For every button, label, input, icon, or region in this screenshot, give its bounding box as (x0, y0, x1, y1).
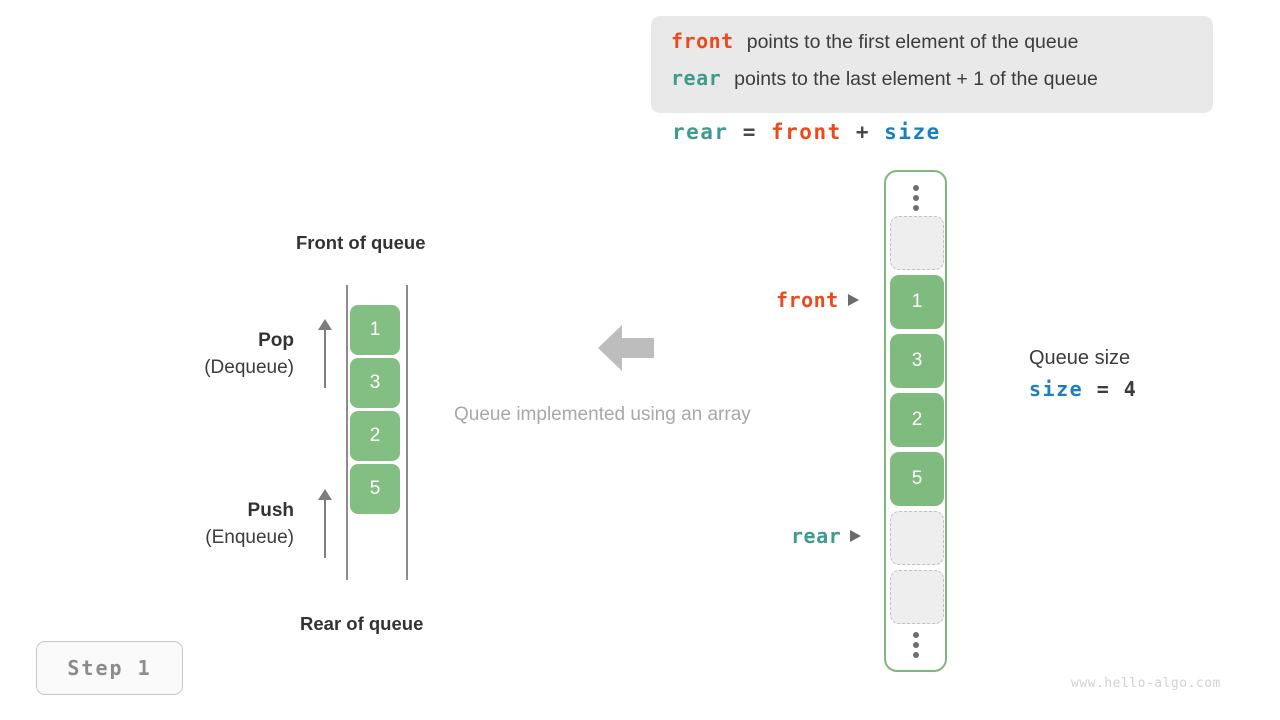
queue-channel-line-right (406, 285, 408, 580)
queue-size-number: 4 (1123, 377, 1138, 401)
pop-subtitle: (Dequeue) (204, 357, 294, 378)
step-badge: Step 1 (36, 641, 183, 695)
formula-equals-sign: = (728, 120, 772, 144)
legend-description-front: points to the first element of the queue (746, 31, 1079, 53)
formula-operand-size: size (884, 120, 941, 144)
ellipsis-dots-top-icon (912, 185, 919, 211)
legend-description-rear: points to the last element + 1 of the qu… (734, 68, 1098, 90)
formula-operand-front: front (771, 120, 842, 144)
pop-operation-label: Pop (Dequeue) (160, 328, 294, 382)
queue-cell: 5 (350, 464, 400, 514)
queue-size-equals: = (1083, 377, 1124, 401)
front-of-queue-label: Front of queue (296, 232, 426, 253)
push-operation-label: Push (Enqueue) (160, 498, 294, 552)
rear-pointer: rear (791, 524, 862, 548)
formula-plus-sign: + (841, 120, 885, 144)
array-slot-empty (890, 570, 944, 624)
legend-keyword-front: front (671, 29, 734, 53)
queue-channel-line-left (346, 285, 348, 580)
legend-panel: front points to the first element of the… (651, 16, 1213, 113)
legend-line-rear: rear points to the last element + 1 of t… (671, 66, 1193, 103)
push-subtitle: (Enqueue) (205, 527, 294, 548)
queue-size-expression: size = 4 (1029, 372, 1137, 406)
ellipsis-dots-bottom-icon (912, 632, 919, 658)
formula-rear-equals-front-plus-size: rear = front + size (672, 120, 941, 144)
front-pointer: front (776, 288, 859, 312)
watermark: www.hello-algo.com (1071, 676, 1221, 691)
pop-arrow-icon (318, 319, 332, 330)
array-slot-filled: 2 (890, 393, 944, 447)
array-slot-empty (890, 216, 944, 270)
queue-size-title: Queue size (1029, 347, 1131, 369)
rear-of-queue-label: Rear of queue (300, 613, 424, 634)
queue-size-block: Queue size size = 4 (1029, 344, 1137, 406)
front-pointer-arrow-icon (847, 294, 859, 306)
center-caption: Queue implemented using an array (454, 404, 751, 425)
push-arrow-shaft (324, 500, 327, 558)
array-container: 1 3 2 5 (884, 170, 947, 672)
pop-arrow-shaft (324, 330, 327, 388)
array-slot-filled: 3 (890, 334, 944, 388)
array-slot-filled: 1 (890, 275, 944, 329)
push-title: Push (247, 500, 294, 521)
legend-keyword-rear: rear (671, 66, 722, 90)
queue-size-variable: size (1029, 377, 1084, 401)
push-arrow-icon (318, 489, 332, 500)
queue-cell: 3 (350, 358, 400, 408)
rear-pointer-arrow-icon (850, 530, 862, 542)
formula-lhs-rear: rear (672, 120, 729, 144)
front-pointer-label: front (776, 288, 839, 312)
queue-cell: 1 (350, 305, 400, 355)
pop-title: Pop (258, 330, 294, 351)
queue-cell: 2 (350, 411, 400, 461)
array-slot-filled: 5 (890, 452, 944, 506)
left-arrow-icon (598, 325, 654, 371)
rear-pointer-label: rear (791, 524, 842, 548)
legend-line-front: front points to the first element of the… (671, 29, 1193, 66)
array-slot-empty (890, 511, 944, 565)
